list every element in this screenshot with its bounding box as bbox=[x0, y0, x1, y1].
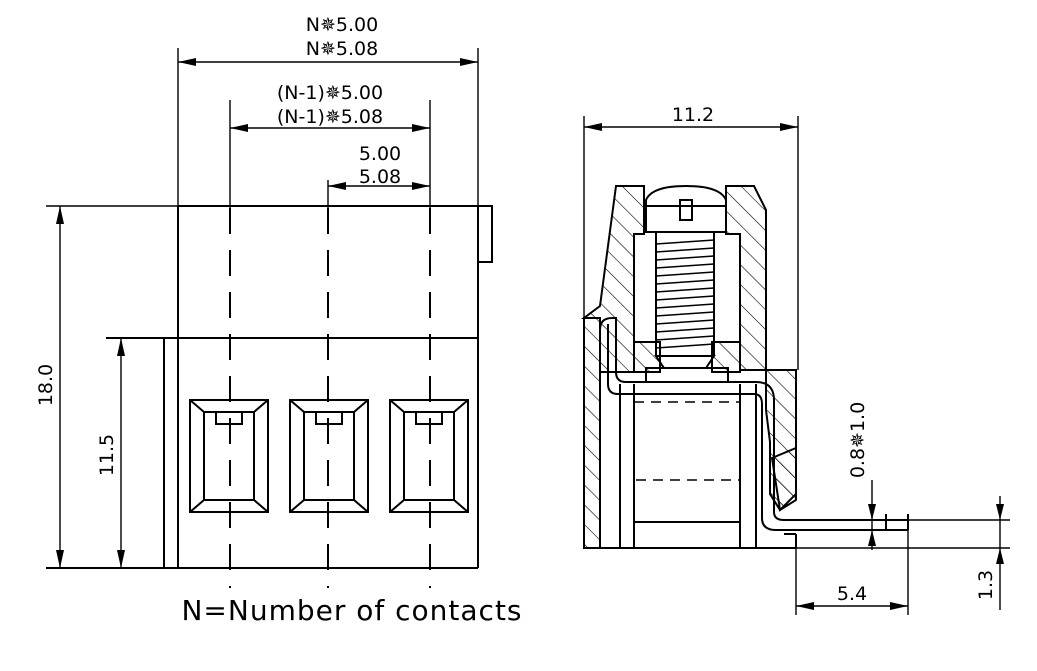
pitch-label-500: 5.00 bbox=[359, 143, 401, 165]
screw bbox=[645, 184, 727, 369]
height-dimension: 18.0 bbox=[35, 205, 178, 568]
clamp-box bbox=[634, 367, 740, 403]
side-view: 11.2 bbox=[581, 104, 1010, 615]
span-pitch-label-500: (N-1)✵5.00 bbox=[277, 82, 383, 104]
pitch-label-508: 5.08 bbox=[359, 166, 401, 188]
pin-size-label: 0.8✵1.0 bbox=[847, 402, 869, 478]
overall-pitch-label-500: N✵5.00 bbox=[306, 14, 378, 36]
span-width-dimension: (N-1)✵5.00 (N-1)✵5.08 bbox=[229, 82, 431, 208]
pitch-dimension: 5.00 5.08 bbox=[327, 143, 430, 208]
front-view: N✵5.00 N✵5.08 (N-1)✵5.00 (N-1)✵5.08 5.00… bbox=[35, 14, 522, 627]
pin bbox=[599, 317, 909, 548]
front-body-outline bbox=[46, 205, 493, 569]
span-pitch-label-508: (N-1)✵5.08 bbox=[277, 106, 383, 128]
contact-window-1 bbox=[189, 399, 269, 513]
pin-offset-label: 5.4 bbox=[837, 583, 867, 605]
contacts-note: N=Number of contacts bbox=[181, 594, 522, 627]
pin-height-label: 1.3 bbox=[975, 570, 997, 600]
overall-pitch-label-508: N✵5.08 bbox=[306, 38, 378, 60]
pin-height-dimension: 1.3 bbox=[796, 496, 1010, 610]
screw-thread bbox=[655, 239, 715, 349]
depth-label: 11.2 bbox=[672, 104, 714, 126]
contact-center-lines bbox=[229, 208, 431, 588]
front-height-label: 11.5 bbox=[96, 434, 118, 476]
front-height-dimension: 11.5 bbox=[96, 338, 125, 568]
height-label: 18.0 bbox=[35, 364, 57, 406]
depth-dimension: 11.2 bbox=[583, 104, 799, 370]
overall-width-dimension: N✵5.00 N✵5.08 bbox=[177, 14, 479, 208]
pin-offset-dimension: 5.4 bbox=[795, 530, 909, 615]
contact-window-2 bbox=[289, 399, 369, 513]
contact-window-3 bbox=[389, 399, 469, 513]
pin-size-dimension: 0.8✵1.0 bbox=[847, 402, 876, 550]
